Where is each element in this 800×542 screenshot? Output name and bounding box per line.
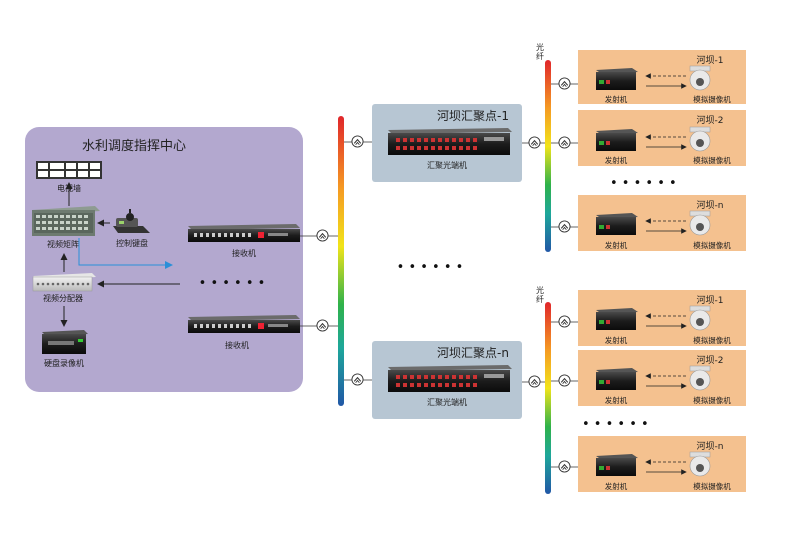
dome-camera-icon bbox=[689, 305, 711, 331]
video-distributor-label: 视频分配器 bbox=[43, 293, 83, 303]
camera-label: 模拟摄像机 bbox=[693, 94, 731, 104]
dvr-label: 硬盘录像机 bbox=[44, 358, 84, 368]
aggregation-title: 河坝汇聚点-n bbox=[437, 346, 509, 360]
aggregation-device-label: 汇聚光端机 bbox=[427, 397, 467, 407]
transmitter-icon bbox=[596, 213, 638, 235]
dome-camera-icon bbox=[689, 451, 711, 477]
branch-fiber-1 bbox=[545, 60, 551, 252]
receiver-2-icon bbox=[188, 315, 300, 333]
dam-card: 河坝-2 发射机 模拟摄像机 bbox=[551, 110, 746, 166]
control-keyboard-icon bbox=[113, 209, 150, 233]
control-center-title: 水利调度指挥中心 bbox=[82, 138, 186, 154]
aggregation-point-n: 河坝汇聚点-n 汇聚光端机 bbox=[372, 341, 522, 419]
dam-name: 河坝-2 bbox=[697, 354, 724, 366]
fiber-connector-icon bbox=[316, 319, 329, 332]
camera-label: 模拟摄像机 bbox=[693, 335, 731, 345]
fiber-connector-icon bbox=[558, 136, 571, 149]
fiber-connector-icon bbox=[558, 315, 571, 328]
camera-label: 模拟摄像机 bbox=[693, 481, 731, 491]
receiver-1-label: 接收机 bbox=[232, 248, 256, 258]
camera-label: 模拟摄像机 bbox=[693, 395, 731, 405]
fiber-connector-icon bbox=[528, 375, 541, 388]
transmitter-icon bbox=[596, 308, 638, 330]
fiber-label: 光纤 bbox=[536, 42, 544, 61]
dvr-icon bbox=[42, 330, 88, 354]
dome-camera-icon bbox=[689, 210, 711, 236]
dam-card: 河坝-1 发射机 模拟摄像机 bbox=[551, 290, 746, 346]
transmitter-label: 发射机 bbox=[605, 481, 628, 491]
dam-card: 河坝-n 发射机 模拟摄像机 bbox=[551, 436, 746, 492]
dome-camera-icon bbox=[689, 65, 711, 91]
camera-label: 模拟摄像机 bbox=[693, 155, 731, 165]
fiber-connector-icon bbox=[316, 229, 329, 242]
dam-group-ellipsis: • • • • • • bbox=[582, 417, 649, 432]
aggregation-optical-terminal-icon bbox=[388, 365, 512, 392]
fiber-connector-icon bbox=[558, 77, 571, 90]
transmitter-label: 发射机 bbox=[605, 240, 628, 250]
fiber-connector-icon bbox=[558, 220, 571, 233]
matrix-signal-line bbox=[78, 238, 173, 269]
control-keyboard-label: 控制键盘 bbox=[116, 238, 148, 248]
dome-camera-icon bbox=[689, 365, 711, 391]
dam-group-ellipsis: • • • • • • bbox=[610, 176, 677, 191]
receiver-2-label: 接收机 bbox=[225, 340, 249, 350]
fiber-connector-icon bbox=[351, 373, 364, 386]
transmitter-icon bbox=[596, 68, 638, 90]
transmitter-icon bbox=[596, 368, 638, 390]
transmitter-icon bbox=[596, 454, 638, 476]
video-distributor-icon bbox=[32, 273, 96, 292]
aggregation-device-label: 汇聚光端机 bbox=[427, 160, 467, 170]
dam-name: 河坝-1 bbox=[697, 294, 724, 306]
video-matrix-icon bbox=[32, 206, 100, 236]
transmitter-label: 发射机 bbox=[605, 155, 628, 165]
branch-fiber-2 bbox=[545, 302, 551, 494]
aggregation-title: 河坝汇聚点-1 bbox=[437, 109, 509, 123]
fiber-connector-icon bbox=[528, 136, 541, 149]
dome-camera-icon bbox=[689, 126, 711, 152]
dam-card: 河坝-n 发射机 模拟摄像机 bbox=[551, 195, 746, 251]
camera-label: 模拟摄像机 bbox=[693, 240, 731, 250]
dam-name: 河坝-n bbox=[697, 199, 724, 211]
fiber-connector-icon bbox=[558, 374, 571, 387]
middle-ellipsis: • • • • • • bbox=[397, 260, 464, 275]
fiber-label: 光纤 bbox=[536, 285, 544, 304]
transmitter-icon bbox=[596, 129, 638, 151]
dam-name: 河坝-2 bbox=[697, 114, 724, 126]
video-matrix-label: 视频矩阵 bbox=[47, 239, 79, 249]
main-fiber-trunk bbox=[338, 116, 344, 406]
fiber-connector-icon bbox=[558, 460, 571, 473]
video-wall-icon bbox=[36, 161, 102, 179]
center-ellipsis: • • • • • • bbox=[199, 276, 266, 291]
dam-card: 河坝-1 发射机 模拟摄像机 bbox=[551, 50, 746, 104]
transmitter-label: 发射机 bbox=[605, 335, 628, 345]
transmitter-label: 发射机 bbox=[605, 94, 628, 104]
aggregation-point-1: 河坝汇聚点-1 汇聚光端机 bbox=[372, 104, 522, 182]
fiber-connector-icon bbox=[351, 135, 364, 148]
aggregation-optical-terminal-icon bbox=[388, 128, 512, 155]
receiver-1-icon bbox=[188, 224, 300, 242]
transmitter-label: 发射机 bbox=[605, 395, 628, 405]
dam-card: 河坝-2 发射机 模拟摄像机 bbox=[551, 350, 746, 406]
dam-name: 河坝-1 bbox=[697, 54, 724, 66]
dam-name: 河坝-n bbox=[697, 440, 724, 452]
